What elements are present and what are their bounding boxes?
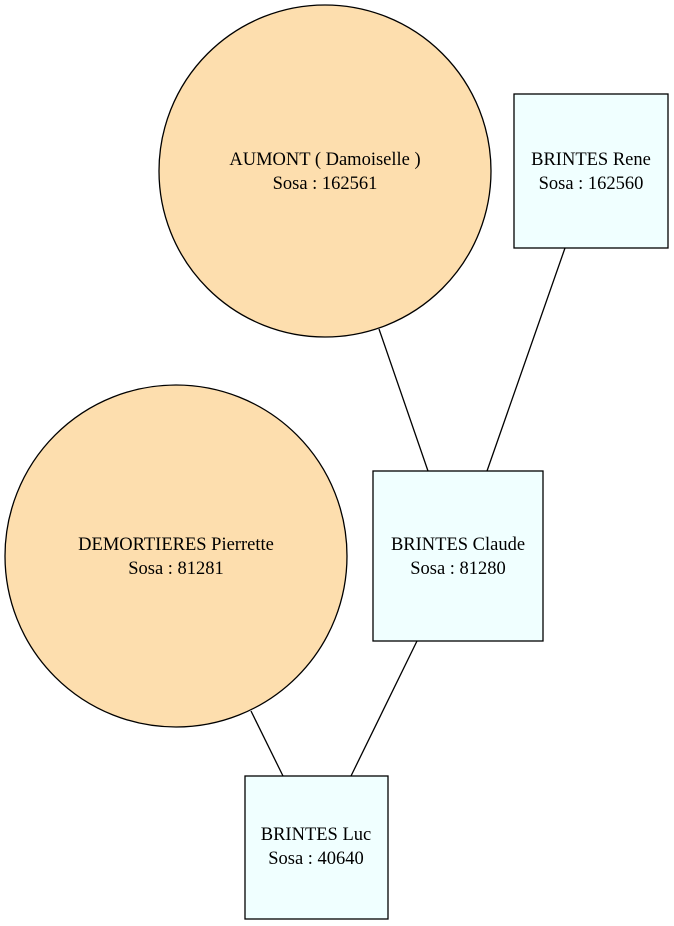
person-node-demortieres[interactable]: DEMORTIERES Pierrette Sosa : 81281: [4, 384, 348, 728]
link-demortieres-luc: [250, 710, 284, 777]
link-claude-luc: [350, 640, 418, 777]
person-name: AUMONT ( Damoiselle ): [229, 150, 420, 170]
male-node-shape: [372, 470, 544, 642]
person-sosa: Sosa : 40640: [268, 849, 364, 869]
person-node-claude[interactable]: BRINTES Claude Sosa : 81280: [372, 470, 544, 642]
person-name: BRINTES Luc: [261, 825, 371, 845]
person-node-aumont[interactable]: AUMONT ( Damoiselle ) Sosa : 162561: [158, 4, 492, 338]
person-sosa: Sosa : 81281: [128, 559, 224, 579]
link-rene-claude: [486, 247, 566, 472]
person-sosa: Sosa : 162561: [273, 174, 378, 194]
person-sosa: Sosa : 162560: [539, 174, 644, 194]
person-node-rene[interactable]: BRINTES Rene Sosa : 162560: [513, 93, 669, 249]
female-node-shape: [4, 384, 348, 728]
male-node-shape: [244, 775, 389, 920]
link-aumont-claude: [378, 328, 429, 472]
person-name: DEMORTIERES Pierrette: [78, 535, 274, 555]
person-sosa: Sosa : 81280: [410, 559, 506, 579]
female-node-shape: [158, 4, 492, 338]
male-node-shape: [513, 93, 669, 249]
person-name: BRINTES Rene: [531, 150, 651, 170]
person-node-luc[interactable]: BRINTES Luc Sosa : 40640: [244, 775, 389, 920]
person-name: BRINTES Claude: [391, 535, 525, 555]
